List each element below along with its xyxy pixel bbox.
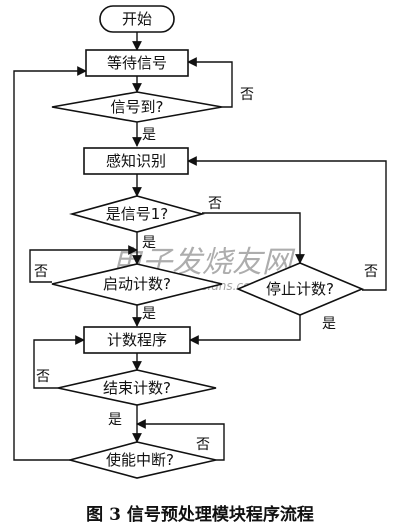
node-wait-signal: 等待信号 [85, 49, 189, 77]
node-end-count: 结束计数? [57, 369, 217, 406]
node-start: 开始 [99, 5, 175, 33]
node-stop-count: 停止计数? [235, 262, 365, 316]
label-arrived-yes: 是 [142, 127, 156, 143]
node-enable-interrupt-label: 使能中断? [106, 451, 174, 469]
connectors [13, 32, 387, 461]
label-arrived-no: 否 [240, 87, 254, 103]
label-stopcount-yes: 是 [322, 316, 336, 332]
node-end-count-label: 结束计数? [103, 379, 171, 397]
node-start-label: 开始 [122, 10, 152, 28]
node-stop-count-label: 停止计数? [266, 280, 334, 298]
edge-stopcount-no [187, 156, 387, 291]
edge-labels: 否 是 否 是 否 否 是 是 否 是 否 [34, 87, 378, 453]
label-stopcount-no: 否 [364, 264, 378, 280]
node-start-count: 启动计数? [51, 263, 223, 306]
node-count-program: 计数程序 [83, 326, 191, 354]
node-sense-identify-label: 感知识别 [106, 152, 166, 170]
node-is-signal1-label: 是信号1? [106, 205, 169, 223]
edge-startcount-no [29, 245, 138, 283]
node-sense-identify: 感知识别 [83, 147, 189, 175]
edge-interrupt-no [136, 419, 225, 461]
label-issignal1-yes: 是 [142, 235, 156, 251]
node-count-program-label: 计数程序 [107, 331, 167, 349]
edge-endcount-no [33, 335, 85, 389]
label-startcount-no: 否 [34, 264, 48, 280]
label-startcount-yes: 是 [142, 306, 156, 322]
node-signal-arrived: 信号到? [51, 91, 223, 123]
figure-caption: 图 3 信号预处理模块程序流程 [86, 504, 314, 525]
label-endcount-yes: 是 [108, 412, 122, 428]
node-start-count-label: 启动计数? [103, 275, 171, 293]
edge-arrived-no [187, 57, 233, 108]
edge-issignal1-no [202, 212, 305, 264]
node-wait-signal-label: 等待信号 [107, 54, 167, 72]
node-enable-interrupt: 使能中断? [66, 441, 217, 479]
node-signal-arrived-label: 信号到? [111, 98, 164, 116]
edge-stopcount-yes [189, 315, 301, 345]
label-endcount-no: 否 [36, 369, 50, 385]
label-issignal1-no: 否 [208, 196, 222, 212]
label-interrupt-no: 否 [196, 437, 210, 453]
node-is-signal1: 是信号1? [69, 195, 205, 233]
edge-interrupt-yes [13, 66, 87, 461]
